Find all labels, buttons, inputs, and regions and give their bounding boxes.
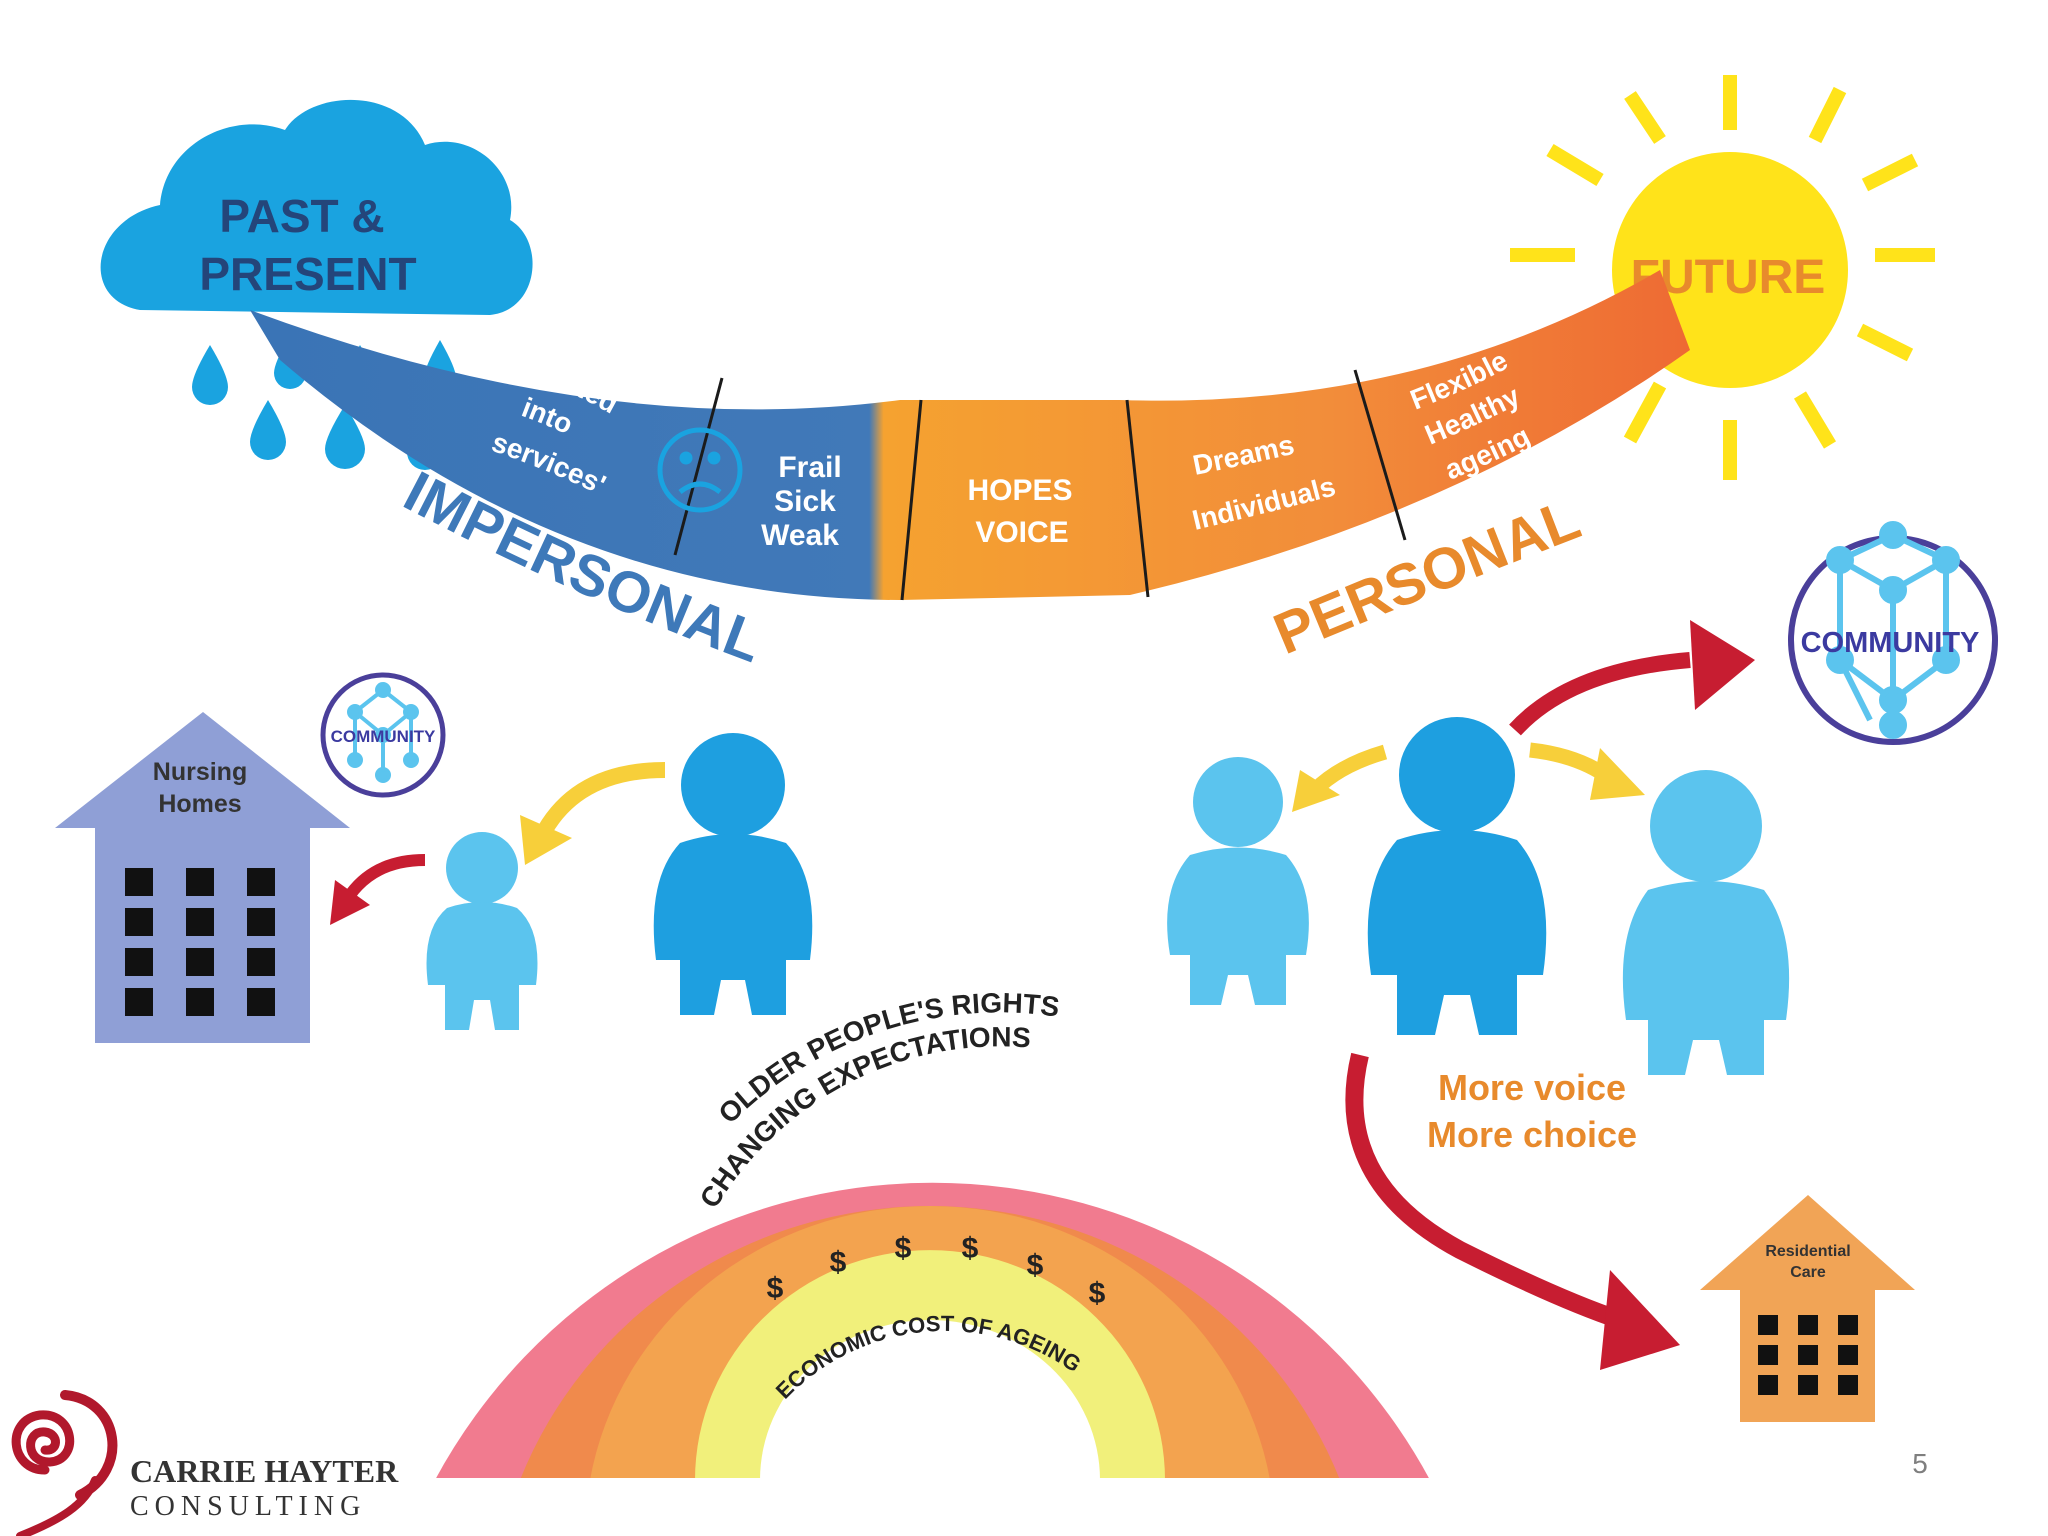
nursing-homes-line1: Nursing <box>153 758 247 786</box>
carrie-hayter-logo <box>11 1390 118 1536</box>
dollar-sign-4: $ <box>962 1232 979 1265</box>
dollar-sign-5: $ <box>1027 1249 1044 1282</box>
band-frail-line3: Weak <box>761 519 839 552</box>
nursing-homes-line2: Homes <box>158 790 241 818</box>
red-arrow-to-community <box>1509 620 1755 736</box>
band-frail-line2: Sick <box>774 485 836 518</box>
adult-person-right <box>1367 717 1547 1035</box>
logo-line2: CONSULTING <box>130 1491 366 1522</box>
yellow-arrow-left <box>520 762 666 865</box>
adult-person-left <box>653 733 813 1015</box>
page-number: 5 <box>1912 1448 1928 1479</box>
sad-face-icon <box>657 427 743 513</box>
more-voice-line2: More choice <box>1427 1114 1637 1155</box>
residential-care-line2: Care <box>1790 1264 1826 1281</box>
nursing-home-building: Nursing Homes <box>55 712 350 1043</box>
yellow-arrow-right-left <box>1292 744 1388 812</box>
band-frail-line1: Frail <box>778 451 841 484</box>
residential-care-building: Residential Care <box>1700 1195 1915 1422</box>
community-icon-large: COMMUNITY <box>1788 521 1998 745</box>
community-icon-small: COMMUNITY <box>320 672 446 798</box>
residential-care-line1: Residential <box>1765 1243 1850 1260</box>
red-arrow-to-nursing <box>330 854 426 925</box>
small-person-left <box>426 832 538 1030</box>
community-label-small: COMMUNITY <box>331 727 436 746</box>
dollar-sign-1: $ <box>767 1272 784 1305</box>
past-present-cloud: PAST & PRESENT <box>100 99 533 315</box>
band-hopes-line1: HOPES <box>967 474 1072 507</box>
community-label-large: COMMUNITY <box>1801 627 1980 659</box>
dollar-sign-3: $ <box>895 1232 912 1265</box>
more-voice-line1: More voice <box>1438 1067 1626 1108</box>
cloud-title-line2: PRESENT <box>199 248 416 300</box>
dollar-sign-2: $ <box>830 1246 847 1279</box>
yellow-arrow-right-right <box>1529 742 1645 800</box>
band-hopes-line2: VOICE <box>975 516 1068 549</box>
red-arrow-to-residential <box>1345 1052 1680 1370</box>
person-right-right <box>1622 770 1790 1075</box>
dollar-sign-6: $ <box>1089 1277 1106 1310</box>
cloud-title-line1: PAST & <box>219 190 384 242</box>
rainbow <box>420 1182 1450 1536</box>
logo-line1: CARRIE HAYTER <box>130 1453 399 1489</box>
journey-band: 'Slotted into services' Frail Sick Weak … <box>250 270 1690 601</box>
person-right-left <box>1167 757 1309 1005</box>
